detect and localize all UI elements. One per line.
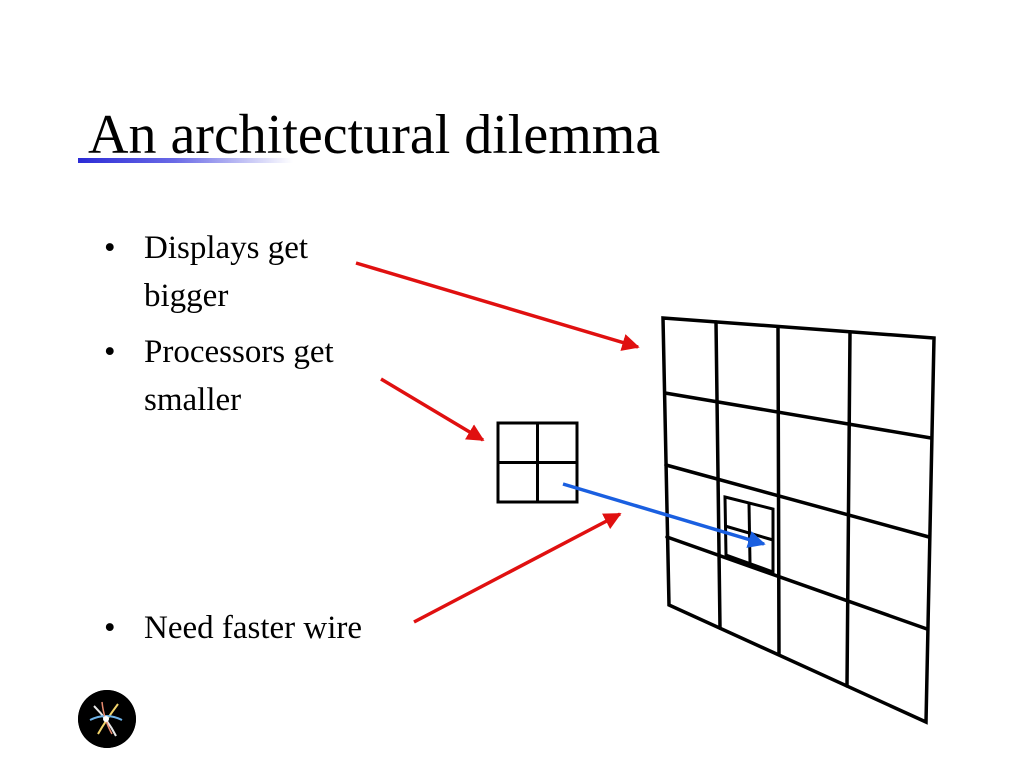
bullet-marker: •	[104, 230, 116, 266]
bullet-displays: • Displays get bigger	[104, 224, 308, 320]
display-grid-vline	[714, 320, 722, 630]
slide-title: An architectural dilemma	[88, 104, 661, 166]
bullet-processors: • Processors get smaller	[104, 328, 334, 424]
processor-grid	[496, 421, 579, 504]
bullet-text: Processors get smaller	[144, 328, 334, 424]
bullet-marker: •	[104, 334, 116, 370]
display-grid-outline	[661, 316, 936, 725]
arrow-chip-to-display	[562, 482, 766, 548]
bullet-line: bigger	[144, 278, 229, 314]
display-grid-hline	[664, 463, 931, 539]
bullet-text: Displays get bigger	[144, 224, 308, 320]
bullet-line: smaller	[144, 382, 242, 418]
circular-lab-logo-icon	[78, 690, 136, 748]
arrow-displays-to-grid	[355, 261, 640, 351]
arrow-processors-to-chip	[380, 377, 485, 442]
embedded-processor	[723, 495, 775, 575]
display-grid-vline	[776, 325, 781, 656]
embedded-processor-outline	[723, 495, 775, 575]
display-grid	[661, 316, 936, 725]
title-underline	[78, 158, 293, 163]
bullet-text: Need faster wire	[144, 604, 362, 652]
arrow-wire-to-display	[413, 512, 622, 624]
display-grid-hline	[665, 535, 929, 631]
bullet-marker: •	[104, 610, 116, 646]
bullet-line: Need faster wire	[144, 610, 363, 646]
display-grid-vline	[845, 330, 852, 688]
bullet-line: Processors get	[144, 334, 334, 370]
bullet-wire: • Need faster wire	[104, 604, 362, 652]
embedded-processor-vline	[747, 502, 752, 564]
processor-grid-outline	[496, 421, 579, 504]
display-grid-hline	[663, 391, 933, 440]
embedded-processor-hline	[724, 524, 774, 542]
bullet-line: Displays get	[144, 230, 309, 266]
